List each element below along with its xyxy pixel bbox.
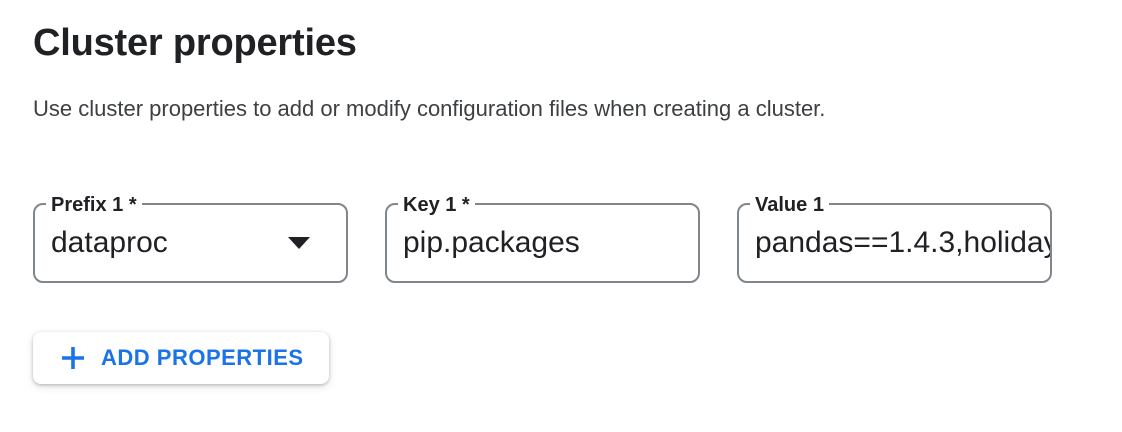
prefix-field-label: Prefix 1 * xyxy=(46,192,142,218)
key-field-label: Key 1 * xyxy=(398,192,475,218)
dropdown-arrow-icon[interactable] xyxy=(288,237,310,249)
plus-icon xyxy=(62,347,84,369)
value-field-label: Value 1 xyxy=(750,192,829,218)
property-row: Prefix 1 * dataproc Key 1 * Value 1 xyxy=(33,192,1052,283)
page-title: Cluster properties xyxy=(33,22,357,64)
add-properties-label: ADD PROPERTIES xyxy=(101,345,304,370)
prefix-select[interactable]: Prefix 1 * dataproc xyxy=(33,192,348,283)
add-properties-button[interactable]: ADD PROPERTIES xyxy=(33,332,329,384)
prefix-selected-value: dataproc xyxy=(51,226,168,259)
value-field: Value 1 xyxy=(737,192,1052,283)
key-field: Key 1 * xyxy=(385,192,700,283)
page-description: Use cluster properties to add or modify … xyxy=(33,96,826,121)
